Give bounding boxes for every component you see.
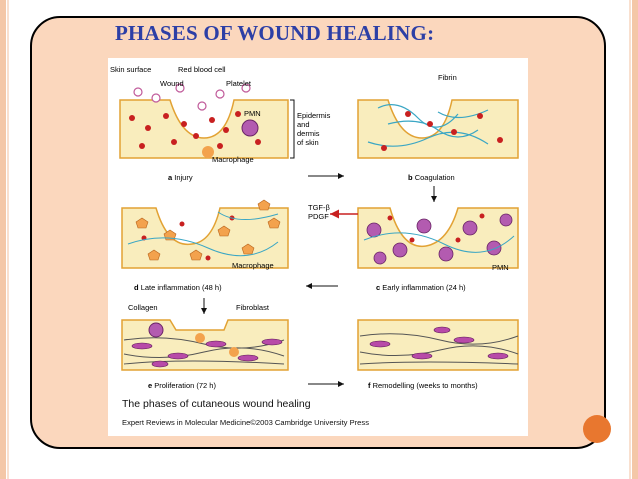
wound-healing-figure: Skin surface Red blood cell Wound Platel… — [108, 58, 528, 436]
right-decor-bar — [632, 0, 638, 479]
phase-c-letter: c — [376, 283, 380, 292]
phase-a-letter: a — [168, 173, 173, 182]
phase-b-letter: b — [408, 173, 413, 182]
label-wound: Wound — [160, 79, 184, 88]
phase-e-name: Proliferation (72 h) — [154, 381, 216, 390]
slide-title: PHASES OF WOUND HEALING: — [115, 21, 435, 45]
svg-text:d Late inflammation (48 h): d Late inflammation (48 h) — [134, 283, 222, 292]
svg-text:c Early inflammation (24 h): c Early inflammation (24 h) — [376, 283, 466, 292]
phase-b-name: Coagulation — [415, 173, 455, 182]
phase-d-letter: d — [134, 283, 139, 292]
figure-credit: Expert Reviews in Molecular Medicine©200… — [122, 418, 370, 427]
panel-proliferation: Collagen Fibroblast e Proliferation (72 … — [121, 303, 289, 390]
label-macrophage: Macrophage — [212, 155, 254, 164]
svg-text:a Injury: a Injury — [168, 173, 193, 182]
wound-healing-diagram: Skin surface Red blood cell Wound Platel… — [110, 65, 519, 390]
label-skin-surface: Skin surface — [110, 65, 151, 74]
label-epidermis: Epidermis — [297, 111, 331, 120]
label-pdgf: PDGF — [308, 212, 329, 221]
left-decor-bar — [0, 0, 6, 479]
phase-a-name: Injury — [174, 173, 193, 182]
svg-text:f Remodelling (weeks to months: f Remodelling (weeks to months) — [368, 381, 478, 390]
label-macrophage-late: Macrophage — [232, 261, 274, 270]
label-fibrin: Fibrin — [438, 73, 457, 82]
right-decor-line — [629, 0, 631, 479]
panel-remodelling: f Remodelling (weeks to months) — [357, 319, 519, 390]
label-pmn-early: PMN — [492, 263, 509, 272]
left-decor-line — [7, 0, 9, 479]
label-red-blood-cell: Red blood cell — [178, 65, 226, 74]
label-fibroblast: Fibroblast — [236, 303, 270, 312]
panel-late-inflammation: Macrophage d Late inflammation (48 h) — [121, 199, 289, 292]
phase-f-letter: f — [368, 381, 371, 390]
panel-injury: Skin surface Red blood cell Wound Platel… — [110, 65, 331, 182]
label-tgf: TGF-β — [308, 203, 330, 212]
label-platelet: Platelet — [226, 79, 252, 88]
figure-caption: The phases of cutaneous wound healing — [122, 398, 311, 410]
panel-coagulation: Fibrin b Coagulation — [357, 73, 519, 182]
svg-text:b Coagulation: b Coagulation — [408, 173, 455, 182]
label-and: and — [297, 120, 310, 129]
label-collagen: Collagen — [128, 303, 158, 312]
phase-f-name: Remodelling (weeks to months) — [373, 381, 479, 390]
label-dermis: dermis — [297, 129, 320, 138]
label-of-skin: of skin — [297, 138, 319, 147]
label-pmn: PMN — [244, 109, 261, 118]
phase-c-name: Early inflammation (24 h) — [382, 283, 466, 292]
phase-d-name: Late inflammation (48 h) — [141, 283, 222, 292]
decor-circle — [583, 415, 611, 443]
svg-text:e Proliferation (72 h): e Proliferation (72 h) — [148, 381, 216, 390]
panel-early-inflammation: TGF-β PDGF PMN c Early inflammation (24 … — [308, 203, 519, 292]
phase-e-letter: e — [148, 381, 152, 390]
